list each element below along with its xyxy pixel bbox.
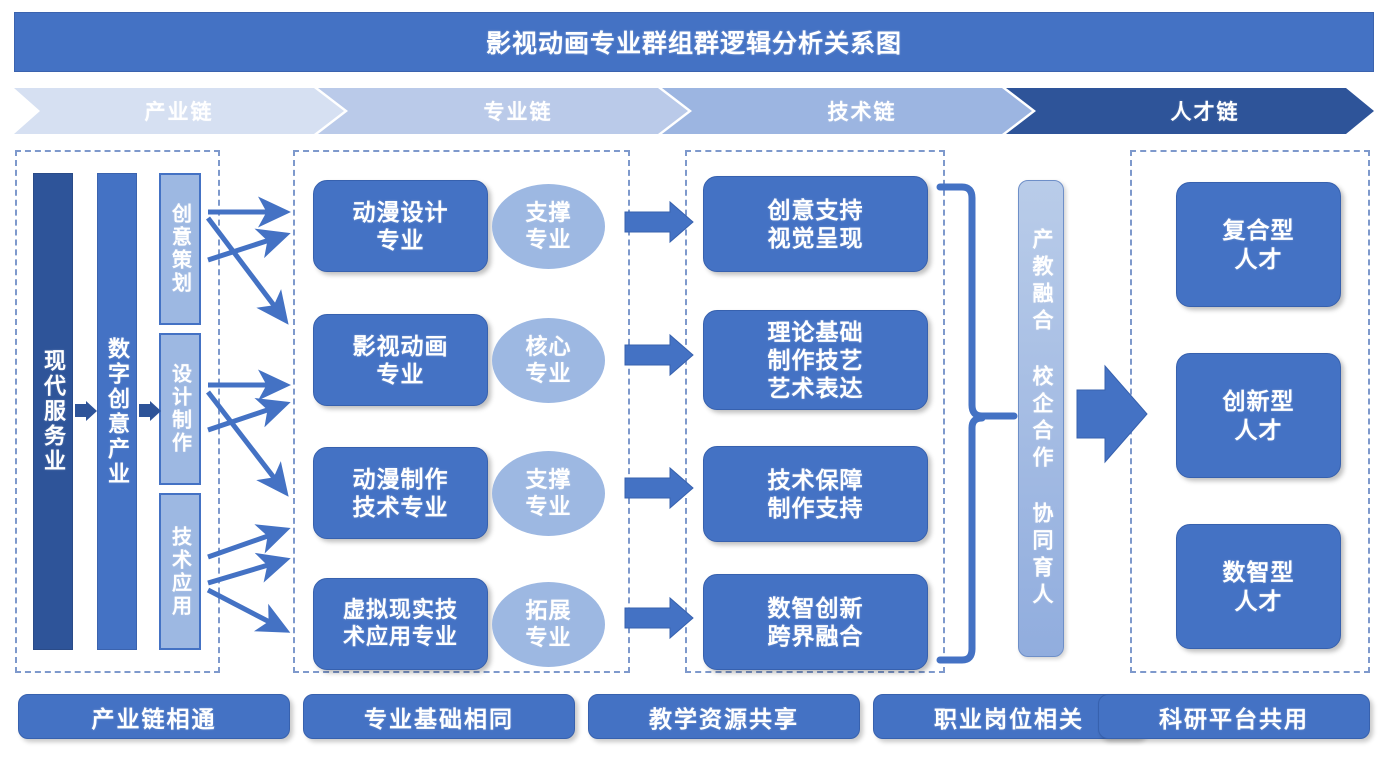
industry-segment-tech-application-label: 技术应用 bbox=[168, 525, 191, 618]
tech-node-creative-support-line1: 创意支持 bbox=[767, 196, 864, 223]
tech-node-theory-foundation-line2: 制作技艺 bbox=[767, 346, 864, 373]
tech-node-theory-foundation-line3: 艺术表达 bbox=[767, 375, 864, 402]
major-badge-support-2-line2: 专业 bbox=[525, 493, 572, 519]
industry-segment-creative-planning-label: 创意策划 bbox=[168, 203, 191, 295]
chain-tab-talent-label: 人才链 bbox=[1170, 101, 1240, 124]
major-badge-support-2-line1: 支撑 bbox=[525, 467, 572, 493]
major-badge-support-1: 支撑 专业 bbox=[492, 184, 605, 269]
talent-node-composite[interactable]: 复合型 人才 bbox=[1176, 182, 1341, 307]
major-badge-support-1-line1: 支撑 bbox=[525, 200, 572, 226]
major-badge-extension-line2: 专业 bbox=[525, 624, 572, 650]
chain-header-band: 产业链 专业链 技术链 人才链 bbox=[14, 88, 1374, 134]
tech-node-theory-foundation-line1: 理论基础 bbox=[767, 318, 864, 345]
talent-node-digital-intelligent[interactable]: 数智型 人才 bbox=[1176, 524, 1341, 649]
chain-tab-major-label: 专业链 bbox=[483, 101, 553, 124]
major-node-film-animation[interactable]: 影视动画 专业 bbox=[313, 314, 488, 406]
footer-pill-research-platform-label: 科研平台共用 bbox=[1159, 705, 1309, 732]
talent-node-innovative-line1: 创新型 bbox=[1222, 388, 1295, 415]
footer-pill-industry-link-label: 产业链相通 bbox=[91, 705, 217, 732]
major-badge-support-2: 支撑 专业 bbox=[492, 451, 605, 536]
major-node-animation-design[interactable]: 动漫设计 专业 bbox=[313, 180, 488, 272]
group-box-major bbox=[293, 150, 630, 673]
footer-pill-research-platform[interactable]: 科研平台共用 bbox=[1098, 694, 1370, 739]
tech-node-technical-assurance-line1: 技术保障 bbox=[767, 466, 864, 493]
footer-pill-teaching-resources[interactable]: 教学资源共享 bbox=[588, 694, 860, 739]
tech-node-digital-innovation-line2: 跨界融合 bbox=[767, 623, 864, 649]
arrow-modern-to-digital-icon bbox=[75, 404, 86, 417]
industry-segment-tech-application[interactable]: 技术应用 bbox=[159, 493, 201, 650]
footer-pill-teaching-resources-label: 教学资源共享 bbox=[649, 705, 799, 732]
industry-bar-modern-service-label: 现代服务业 bbox=[41, 349, 66, 474]
tech-node-creative-support[interactable]: 创意支持 视觉呈现 bbox=[703, 176, 928, 272]
arrow-major-to-tech-group bbox=[624, 200, 694, 640]
major-node-film-animation-line1: 影视动画 bbox=[352, 332, 449, 359]
major-badge-core: 核心 专业 bbox=[492, 318, 605, 403]
footer-pill-major-basis-label: 专业基础相同 bbox=[364, 705, 514, 732]
industry-segment-design-production[interactable]: 设计制作 bbox=[159, 333, 201, 485]
tech-node-theory-foundation[interactable]: 理论基础 制作技艺 艺术表达 bbox=[703, 310, 928, 410]
chain-tab-industry-label: 产业链 bbox=[144, 101, 214, 124]
diagram-title: 影视动画专业群组群逻辑分析关系图 bbox=[14, 12, 1374, 72]
tech-node-technical-assurance-line2: 制作支持 bbox=[767, 495, 864, 521]
major-badge-support-1-line2: 专业 bbox=[525, 226, 572, 252]
major-node-vr-application-line2: 术应用专业 bbox=[342, 624, 458, 649]
major-node-animation-production-tech-line2: 技术专业 bbox=[352, 494, 449, 520]
chain-tab-major[interactable]: 专业链 bbox=[348, 88, 688, 134]
major-node-animation-production-tech[interactable]: 动漫制作 技术专业 bbox=[313, 447, 488, 539]
tech-node-digital-innovation[interactable]: 数智创新 跨界融合 bbox=[703, 574, 928, 670]
talent-node-composite-line2: 人才 bbox=[1234, 245, 1283, 272]
footer-pill-major-basis[interactable]: 专业基础相同 bbox=[303, 694, 575, 739]
chain-tab-industry[interactable]: 产业链 bbox=[14, 88, 344, 134]
major-badge-core-line1: 核心 bbox=[525, 334, 572, 360]
major-node-vr-application[interactable]: 虚拟现实技 术应用专业 bbox=[313, 578, 488, 670]
talent-node-digital-intelligent-line1: 数智型 bbox=[1222, 559, 1295, 586]
chain-tab-talent[interactable]: 人才链 bbox=[1036, 88, 1374, 134]
chain-tab-tech[interactable]: 技术链 bbox=[692, 88, 1032, 134]
talent-node-innovative[interactable]: 创新型 人才 bbox=[1176, 353, 1341, 478]
talent-node-digital-intelligent-line2: 人才 bbox=[1234, 587, 1283, 614]
diagram-title-text: 影视动画专业群组群逻辑分析关系图 bbox=[485, 30, 902, 58]
industry-bar-digital-creative-label: 数字创意产业 bbox=[105, 336, 130, 487]
footer-pill-career-positions-label: 职业岗位相关 bbox=[934, 705, 1084, 732]
industry-bar-digital-creative[interactable]: 数字创意产业 bbox=[97, 173, 137, 650]
major-node-animation-design-line2: 专业 bbox=[376, 227, 425, 253]
integration-bar-label: 产教融合 校企合作 协同育人 bbox=[1030, 227, 1053, 610]
integration-bar[interactable]: 产教融合 校企合作 协同育人 bbox=[1018, 180, 1064, 657]
arrow-digital-to-segments-icon bbox=[139, 404, 150, 417]
industry-bar-modern-service[interactable]: 现代服务业 bbox=[33, 173, 73, 650]
tech-node-creative-support-line2: 视觉呈现 bbox=[767, 225, 864, 251]
chain-tab-tech-label: 技术链 bbox=[827, 101, 897, 124]
major-node-vr-application-line1: 虚拟现实技 bbox=[342, 597, 458, 623]
industry-segment-design-production-label: 设计制作 bbox=[168, 363, 191, 455]
tech-node-digital-innovation-line1: 数智创新 bbox=[767, 594, 864, 621]
major-node-animation-production-tech-line1: 动漫制作 bbox=[352, 465, 449, 492]
major-node-film-animation-line2: 专业 bbox=[376, 361, 425, 387]
talent-node-composite-line1: 复合型 bbox=[1222, 217, 1295, 244]
major-node-animation-design-line1: 动漫设计 bbox=[352, 198, 449, 225]
bracket-tech-to-integration bbox=[936, 183, 1018, 664]
talent-node-innovative-line2: 人才 bbox=[1234, 416, 1283, 443]
tech-node-technical-assurance[interactable]: 技术保障 制作支持 bbox=[703, 446, 928, 542]
footer-pill-industry-link[interactable]: 产业链相通 bbox=[18, 694, 290, 739]
industry-segment-creative-planning[interactable]: 创意策划 bbox=[159, 173, 201, 325]
major-badge-core-line2: 专业 bbox=[525, 360, 572, 386]
major-badge-extension-line1: 拓展 bbox=[525, 598, 572, 624]
major-badge-extension: 拓展 专业 bbox=[492, 582, 605, 667]
